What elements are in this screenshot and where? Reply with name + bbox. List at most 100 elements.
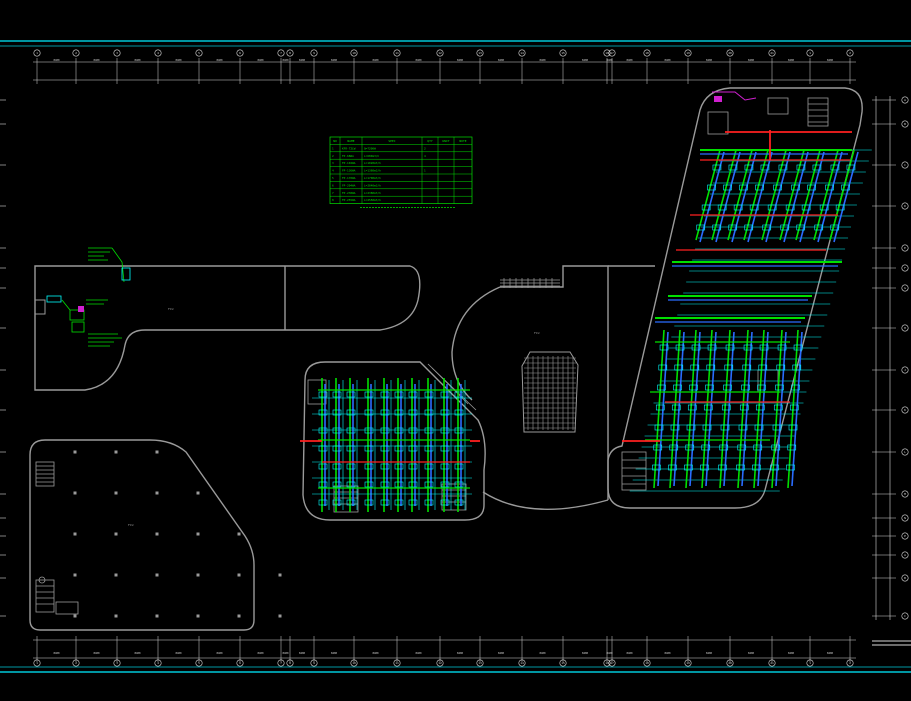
fan-coil-unit [755, 184, 764, 191]
axis-label: A [904, 553, 906, 557]
column [155, 614, 159, 618]
fire-lines-d [300, 130, 852, 442]
fan-coil-unit [752, 464, 761, 471]
dimension-value: 8400 [539, 651, 546, 655]
axis-bubble [684, 659, 692, 667]
fan-coil-unit [684, 464, 693, 471]
fan-coil-unit [346, 463, 356, 470]
dimension-value: 8400 [282, 58, 289, 62]
fan-coil-unit [691, 344, 701, 351]
fan-coil-unit [318, 481, 328, 488]
hvac-network-c [312, 378, 472, 512]
axis-bubble [901, 264, 909, 272]
fan-coil-unit [819, 204, 829, 211]
fan-coil-unit [720, 424, 730, 431]
fan-coil-unit [655, 404, 665, 411]
axis-label: C [904, 614, 906, 618]
axis-label: 19 [686, 51, 690, 55]
axis-bubble [518, 49, 526, 57]
dimension-value: 8400 [175, 58, 182, 62]
fan-coil-unit [364, 391, 374, 398]
room-label-b: FCU [128, 523, 134, 527]
fan-coil-unit [791, 384, 800, 391]
column [155, 573, 159, 577]
fan-coil-unit [658, 364, 668, 371]
table-cell: L=2550m3/h [364, 198, 381, 202]
column [114, 532, 118, 536]
fan-coil-unit [760, 164, 770, 171]
table-cell: L=2040m3/h [364, 183, 381, 187]
axis-bubble [846, 659, 854, 667]
fan-coil-unit [705, 384, 714, 391]
table-cell: 7 [332, 191, 334, 195]
fan-coil-unit [689, 384, 698, 391]
supply-duct [719, 329, 731, 489]
fan-coil-unit [846, 164, 856, 171]
column [196, 573, 200, 577]
fan-coil-unit [408, 409, 418, 416]
axis-label: K [904, 408, 906, 412]
fan-coil-unit [332, 463, 342, 470]
fan-coil-unit [753, 444, 763, 451]
dimension-value: 8400 [539, 58, 546, 62]
water-pipe [799, 151, 825, 243]
fan-coil-unit [346, 481, 356, 488]
dimension-value: 8400 [216, 651, 223, 655]
fan-coil-unit [332, 391, 342, 398]
left-edge-ticks [0, 99, 6, 617]
dimension-value: 8400 [372, 58, 379, 62]
fan-coil-unit [703, 404, 713, 411]
axis-bubble [643, 659, 651, 667]
atrium-grid [521, 351, 579, 433]
axis-bubble [559, 49, 567, 57]
column [114, 573, 118, 577]
supply-duct [787, 329, 799, 489]
table-cell: FP-170WA [342, 176, 356, 180]
fan-coil-unit [791, 184, 800, 191]
fan-coil-unit [673, 384, 682, 391]
table-cell: FP-204WA [342, 183, 356, 187]
water-pipe [731, 151, 757, 243]
axis-bubble [350, 49, 358, 57]
axis-bubble [768, 49, 776, 57]
axis-label: 2 [849, 661, 851, 665]
axis-label: E [904, 246, 906, 250]
fan-coil-unit [332, 499, 342, 506]
dimension-value: 8400 [626, 651, 633, 655]
fan-coil-unit [786, 464, 795, 471]
fan-coil-unit [408, 427, 418, 434]
building-outline-c [302, 361, 486, 521]
table-header: NO [333, 139, 337, 143]
fan-coil-unit [773, 404, 783, 411]
fan-coil-unit [830, 224, 840, 231]
fan-coil-unit [728, 224, 738, 231]
axis-label: N [904, 516, 906, 520]
fan-coil-unit [380, 409, 390, 416]
water-pipe [705, 331, 717, 487]
fan-coil-unit [424, 391, 434, 398]
axis-label: 6 [239, 661, 241, 665]
table-cell: L=1020m3/h [364, 161, 381, 165]
axis-bubble [901, 244, 909, 252]
axis-bubble [901, 448, 909, 456]
axis-bubble [901, 202, 909, 210]
water-pipe [715, 151, 741, 243]
axis-bubble [768, 659, 776, 667]
axis-bubble [195, 49, 203, 57]
dimension-value: 8400 [134, 58, 141, 62]
dimension-value: 8400 [788, 651, 795, 655]
axis-bubble [901, 406, 909, 414]
title-bar [872, 640, 911, 646]
fan-coil-unit [742, 364, 752, 371]
column [278, 573, 282, 577]
dimension-value: 8400 [498, 58, 505, 62]
stair-core-b [35, 461, 79, 615]
dimension-value: 8400 [372, 651, 379, 655]
axis-label: 16 [605, 661, 609, 665]
fan-coil-unit [758, 364, 768, 371]
water-pipe [723, 331, 735, 487]
fan-coil-unit [787, 444, 797, 451]
supply-duct [669, 329, 681, 489]
axis-label: 12 [438, 51, 442, 55]
